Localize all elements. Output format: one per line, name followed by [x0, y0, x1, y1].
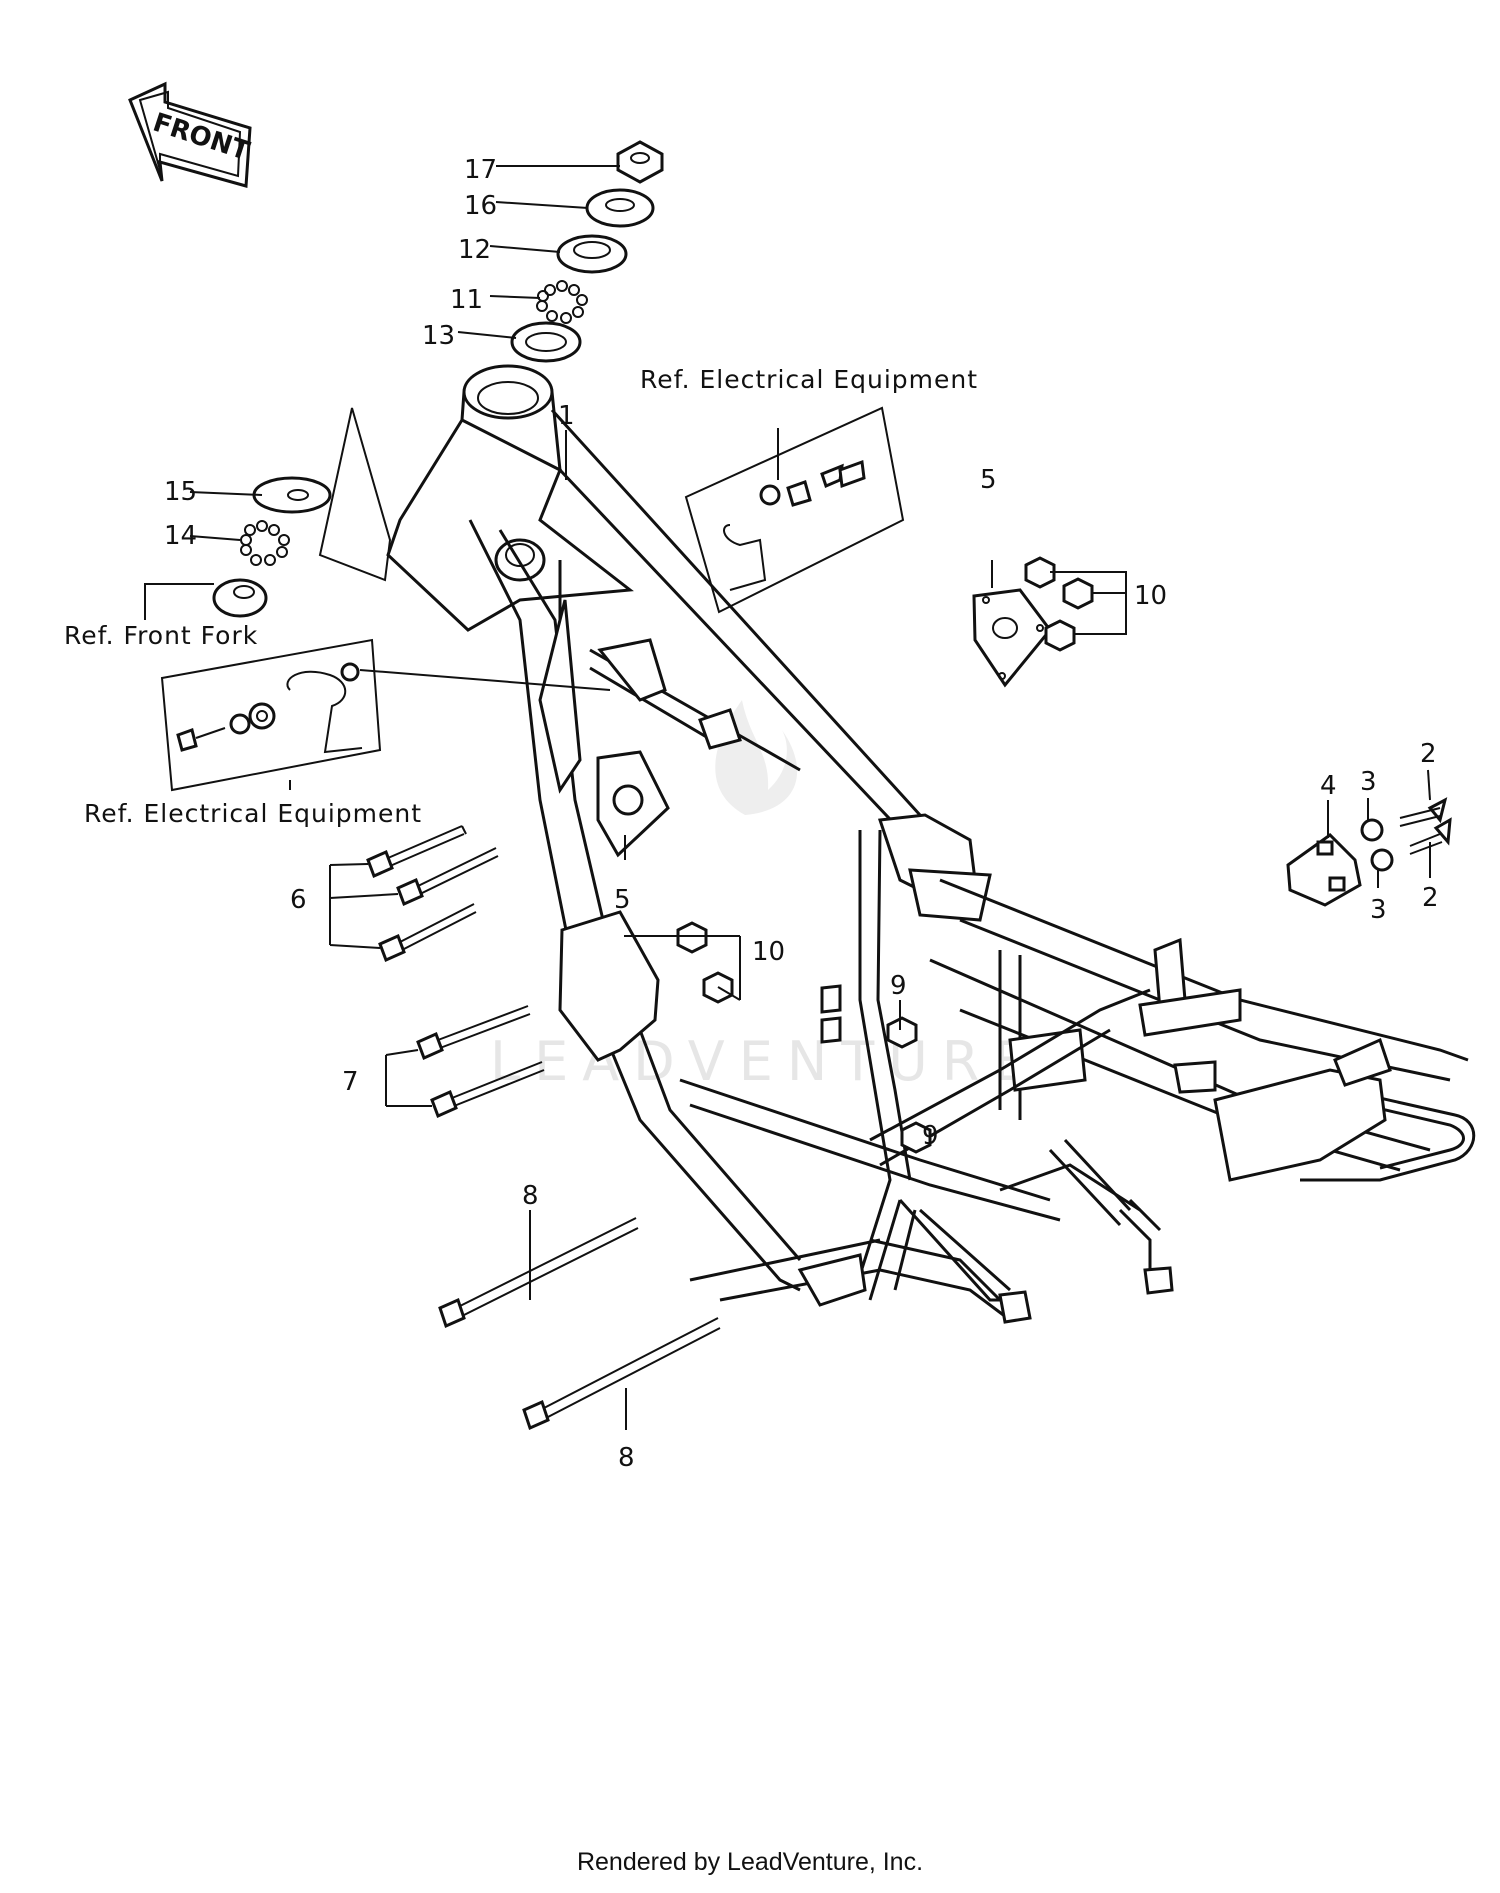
ref-electrical-equipment-left: Ref. Electrical Equipment	[84, 799, 422, 828]
bearing-cone	[556, 234, 628, 274]
bolts-8	[438, 1217, 721, 1431]
ref-electrical-equipment-top: Ref. Electrical Equipment	[640, 365, 978, 394]
nuts-9	[886, 1016, 932, 1154]
bearing-race	[510, 321, 582, 363]
callout-13: 13	[422, 321, 455, 351]
callout-8-top: 8	[522, 1181, 539, 1211]
callout-8-bottom: 8	[618, 1443, 635, 1473]
callout-11: 11	[450, 285, 483, 315]
ref-front-fork: Ref. Front Fork	[64, 621, 258, 650]
svg-text:LEADVENTURE: LEADVENTURE	[490, 1030, 1041, 1093]
callout-9-bottom: 9	[922, 1121, 939, 1151]
callout-6: 6	[290, 885, 307, 915]
callout-14: 14	[164, 521, 197, 551]
callout-15: 15	[164, 477, 197, 507]
lower-steering-parts	[212, 407, 392, 618]
callout-3-top: 3	[1360, 767, 1377, 797]
lower-bearing-cone	[252, 476, 332, 514]
callout-17: 17	[464, 155, 497, 185]
callout-2-bottom: 2	[1422, 883, 1439, 913]
steering-stem-parts	[510, 140, 664, 363]
steering-head	[462, 364, 554, 420]
callout-5-mid: 5	[614, 885, 631, 915]
callout-10-mid: 10	[752, 937, 785, 967]
reference-labels: Ref. Electrical Equipment Ref. Front For…	[64, 365, 978, 828]
callout-3-bottom: 3	[1370, 895, 1387, 925]
callout-1: 1	[558, 401, 575, 431]
washer	[585, 188, 655, 228]
callout-labels: 17 16 12 11 13 1 15 14 5 10 5 6 10 9 9 7…	[164, 155, 1439, 1473]
callout-5-top: 5	[980, 465, 997, 495]
nuts-upper	[1024, 556, 1094, 652]
watermark: LEADVENTURE	[490, 700, 1041, 1093]
leader-lines	[144, 165, 1431, 1430]
electrical-equipment-box-top	[684, 406, 905, 614]
callout-7: 7	[342, 1067, 359, 1097]
lower-steel-balls	[240, 520, 290, 566]
rear-fender-bracket	[1286, 797, 1452, 907]
tank-bracket-plates	[972, 588, 1052, 688]
callout-12: 12	[458, 235, 491, 265]
motorcycle-frame	[386, 364, 1476, 1324]
front-arrow-icon: FRONT	[128, 81, 253, 188]
steel-balls	[536, 280, 588, 324]
bolts-7	[416, 1005, 545, 1119]
bolts-6	[366, 825, 499, 963]
callout-2-top: 2	[1420, 739, 1437, 769]
callout-9-top: 9	[890, 971, 907, 1001]
callout-16: 16	[464, 191, 497, 221]
callout-4: 4	[1320, 771, 1337, 801]
callout-10-top: 10	[1134, 581, 1167, 611]
rendered-by-footer: Rendered by LeadVenture, Inc.	[576, 1848, 924, 1876]
electrical-equipment-box-left	[160, 638, 382, 792]
